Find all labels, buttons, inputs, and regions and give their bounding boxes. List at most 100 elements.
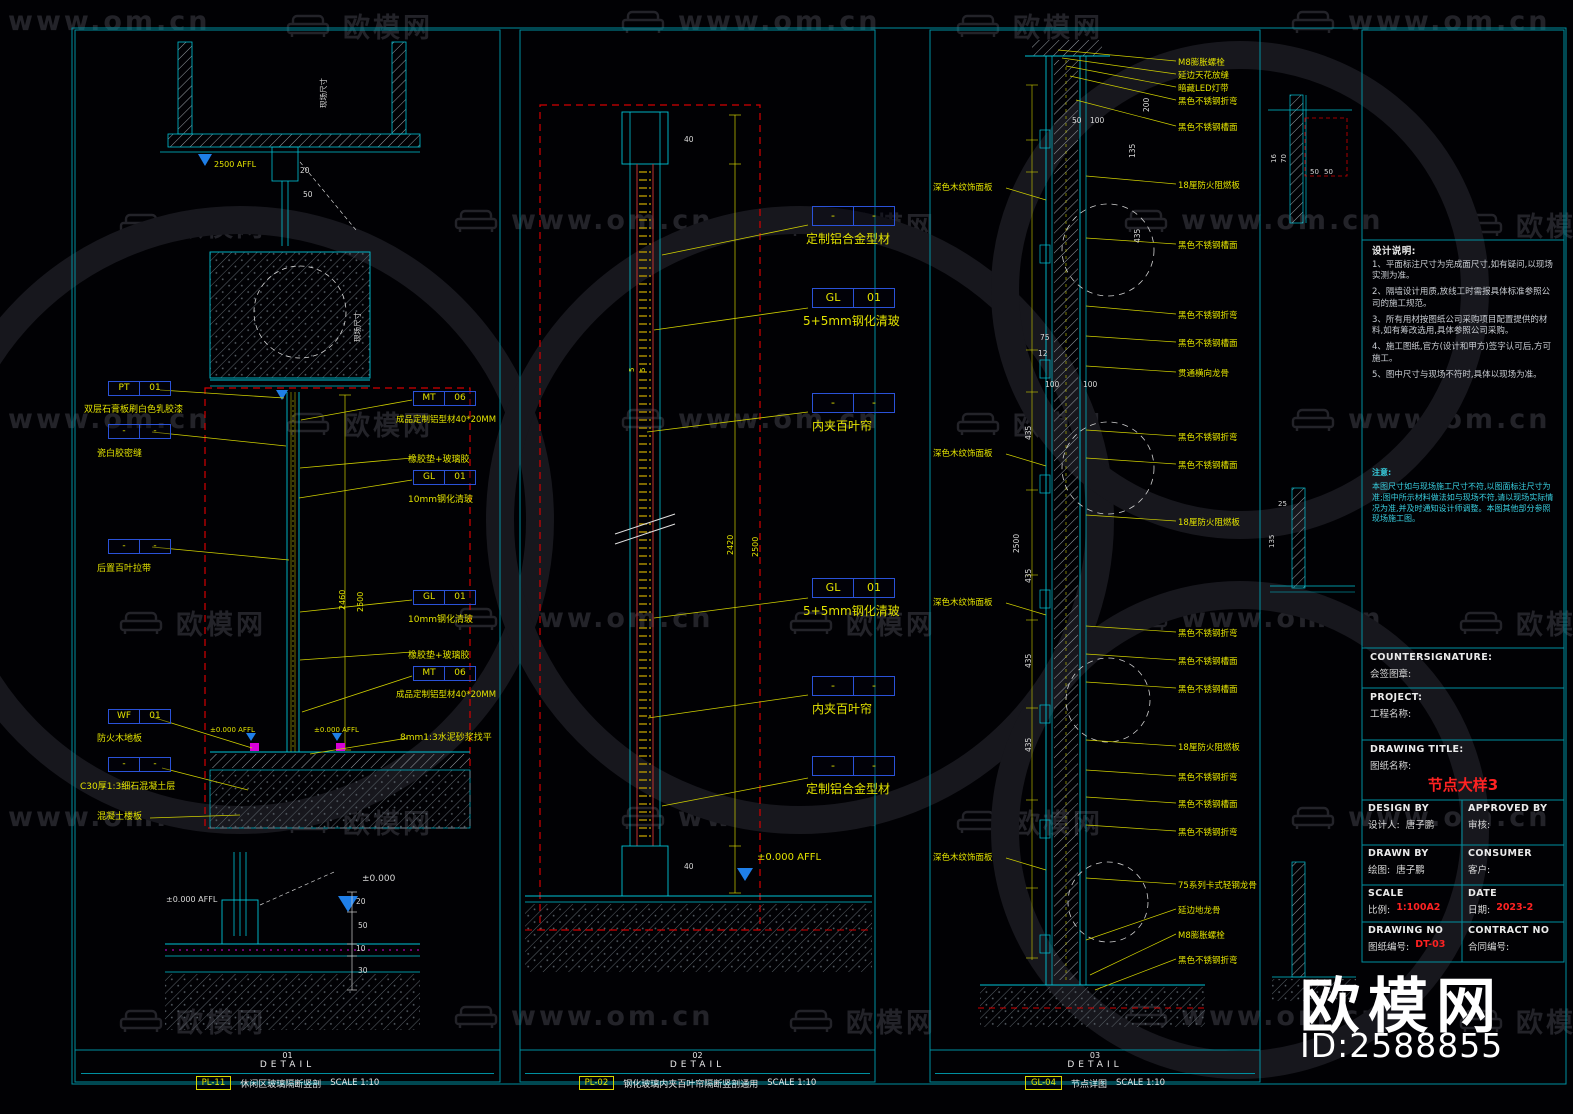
callout-label: 黑色不锈钢折弯 [1178,97,1238,107]
dim-label: 20 [300,166,310,175]
material-label: 橡胶垫+玻璃胶 [408,455,470,465]
dim-label: 50 [1324,168,1333,176]
panel-title-strip: 01 DETAIL PL-11 休闲区玻璃隔断竖剖 SCALE 1:10 [75,1051,500,1090]
site-brand: 欧模网 [1300,972,1504,1042]
project-label-cn: 工程名称: [1370,709,1412,720]
dim-label: ±0.000 AFFL [166,895,218,904]
ref-tag: -- [108,539,171,554]
consumer-label-en: CONSUMER [1468,848,1533,859]
dim-label: 16 [1270,154,1278,163]
material-label: 定制铝合金型材 [806,232,891,246]
material-label: C30厚1:3细石混凝土层 [80,782,176,792]
dim-label: 100 [1090,116,1105,125]
design-note: 1、平面标注尺寸为完成面尺寸,如有疑问,以现场实测为准。 [1372,260,1553,282]
p3-linework [978,40,1205,1027]
callout-label: 黑色不锈钢槽面 [1178,657,1238,667]
material-label: 10mm钢化清玻 [408,615,473,625]
material-label: 瓷白胶密缝 [97,449,143,459]
callout-label: M8膨胀螺栓 [1178,58,1225,68]
dim-label: 50 [303,190,313,199]
dim-label: 12 [1038,349,1048,358]
material-label: 5+5mm钢化清玻 [803,314,900,328]
material-label: 5+5mm钢化清玻 [803,604,900,618]
design-note: 2、隔墙设计用质,放线工时需报具体标准参照公司的施工规范。 [1372,287,1551,309]
detail-number: 01 [282,1051,293,1060]
dim-label: 435 [1024,568,1033,583]
material-label: 深色木纹饰面板 [933,183,993,193]
dim-label: 2500 [356,591,365,612]
callout-label: 黑色不锈钢槽面 [1178,123,1238,133]
drawing-title-label-en: DRAWING TITLE: [1370,744,1464,755]
p1-linework [149,41,471,1030]
date-label-en: DATE [1468,888,1498,899]
material-label: 双层石膏板刷白色乳胶漆 [84,405,184,415]
callout-label: 贯通横向龙骨 [1178,369,1230,379]
approved-by-label-en: APPROVED BY [1468,803,1548,814]
dim-label: 2500 AFFL [214,160,257,169]
callout-label: 18厘防火阻燃板 [1178,518,1240,528]
callout-label: 黑色不锈钢槽面 [1178,241,1238,251]
callout-label: 黑色不锈钢折弯 [1178,311,1238,321]
detail-word: DETAIL [669,1060,726,1070]
p2-linework [525,104,872,972]
dim-label: 50 [1310,168,1319,176]
dim-label: 现场尺寸 [319,78,328,108]
dim-label: 25 [1278,500,1287,508]
detail-number: 02 [692,1051,703,1060]
dim-label: 2500 [751,536,760,557]
callout-label: 黑色不锈钢折弯 [1178,433,1238,443]
dim-label: 5 [639,367,647,372]
drawn-by-row: 绘图:唐子鹏 [1368,865,1425,876]
detail-word: DETAIL [1067,1060,1123,1070]
ref-tag: -- [812,393,895,413]
dim-label: 70 [1280,154,1288,163]
dim-label: 30 [358,966,368,975]
dim-label: 135 [1268,534,1276,548]
callout-label: 黑色不锈钢折弯 [1178,956,1238,966]
detail-name: 节点详图 [1071,1079,1108,1090]
ref-tag: -- [812,206,895,226]
countersignature-label-cn: 会签图章: [1370,669,1412,680]
dim-label: 2420 [726,534,735,555]
panel-title-strip: 02 DETAIL PL-02 钢化玻璃内夹百叶帘隔断竖剖通用 SCALE 1:… [520,1051,875,1090]
callout-label: 暗藏LED灯带 [1178,84,1229,94]
dim-label: ±0.000 [362,874,396,884]
material-label: 深色木纹饰面板 [933,853,993,863]
callout-label: 黑色不锈钢槽面 [1178,800,1238,810]
material-label: 深色木纹饰面板 [933,449,993,459]
material-label: 内夹百叶帘 [812,419,873,433]
ref-tag: -- [108,424,171,439]
design-note: 4、施工图纸,官方(设计和甲方)签字认可后,方可施工。 [1372,342,1551,364]
callout-label: 黑色不锈钢槽面 [1178,461,1238,471]
date-row: 日期:2023-2 [1468,902,1534,916]
dim-label: 20 [356,897,366,906]
callout-label: 延边天花放缝 [1178,71,1230,81]
detail-code: GL-04 [1024,1076,1062,1090]
design-by-row: 设计人:唐子鹏 [1368,820,1435,831]
dim-label: 2500 [1012,533,1021,553]
callout-label: 延边地龙骨 [1178,906,1221,916]
design-notes-title: 设计说明: [1372,246,1416,257]
notice-text: 本图尺寸如与现场施工尺寸不符,以图面标注尺寸为准;图中所示材料做法如与现场不符,… [1372,482,1554,524]
callout-label: 75系列卡式轻钢龙骨 [1178,881,1257,891]
dim-label: 2460 [338,589,347,610]
dim-label: 40 [684,135,694,144]
drawing-no-row: 图纸编号:DT-03 [1368,939,1446,953]
countersignature-label-en: COUNTERSIGNATURE: [1370,652,1493,663]
dim-label: 435 [1133,228,1142,243]
drawing-no-label-en: DRAWING NO [1368,925,1444,936]
material-label: 8mm1:3水泥砂浆找平 [400,733,492,743]
dim-label: 10 [356,944,366,953]
dim-label: 135 [1128,143,1137,158]
detail-name: 钢化玻璃内夹百叶帘隔断竖剖通用 [623,1079,759,1090]
material-label: 10mm钢化清玻 [408,495,473,505]
dim-label: 75 [1040,333,1050,342]
detail-code: PL-02 [578,1076,615,1090]
